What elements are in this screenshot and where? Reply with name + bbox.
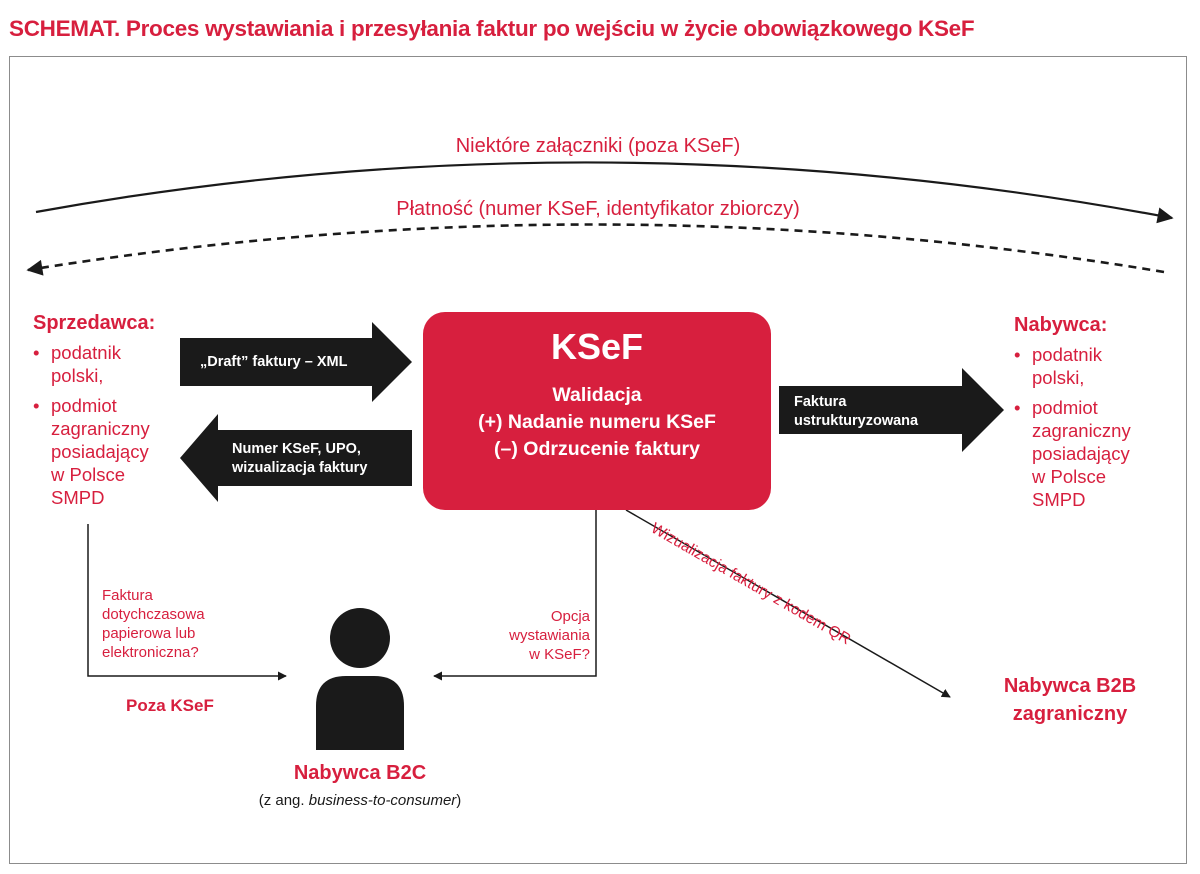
b2c-subtitle: (z ang. business-to-consumer)	[258, 792, 462, 809]
attachments-arc	[35, 161, 1174, 224]
bullet-icon: •	[33, 395, 40, 416]
option-question: Opcja wystawiania w KSeF?	[509, 608, 590, 663]
ksef-title: KSeF	[550, 326, 644, 367]
b2b-title: Nabywca B2B zagraniczny	[1003, 675, 1137, 725]
ksef-lines: Walidacja (+) Nadanie numeru KSeF (–) Od…	[423, 382, 771, 463]
diagram-title: SCHEMAT. Proces wystawiania i przesyłani…	[9, 16, 975, 41]
ksef-line: (–) Odrzucenie faktury	[494, 438, 700, 460]
bullet-icon: •	[1014, 397, 1021, 418]
qr-flow-line	[625, 509, 951, 698]
ksef-box: KSeF Walidacja (+) Nadanie numeru KSeF (…	[423, 312, 771, 510]
structured-arrow-shape	[779, 368, 1004, 452]
attachments-label: Niektóre załączniki (poza KSeF)	[455, 135, 741, 157]
draft-arrow-shape	[180, 322, 412, 402]
payment-arc	[26, 223, 1165, 276]
option-flow-line	[433, 510, 597, 681]
bullet-icon: •	[33, 342, 40, 363]
b2c-title: Nabywca B2C	[293, 762, 427, 784]
structured-arrow-label: Faktura ustrukturyzowana	[794, 394, 919, 429]
payment-label: Płatność (numer KSeF, identyfikator zbio…	[396, 198, 800, 220]
return-arrow-label: Numer KSeF, UPO, wizualizacja faktury	[232, 441, 368, 476]
person-icon	[316, 608, 404, 750]
outside-ksef-label: Poza KSeF	[126, 696, 214, 715]
ksef-line: (+) Nadanie numeru KSeF	[478, 411, 716, 433]
diagram-frame	[9, 56, 1187, 864]
legacy-question: Faktura dotychczasowa papierowa lub elek…	[102, 587, 205, 661]
ksef-line: Walidacja	[552, 384, 642, 406]
return-arrow-shape	[180, 414, 412, 502]
legacy-flow-line	[87, 524, 287, 681]
seller-title: Sprzedawca:	[33, 312, 156, 334]
draft-arrow-label: „Draft” faktury – XML	[200, 354, 348, 370]
buyer-title: Nabywca:	[1014, 314, 1108, 336]
bullet-icon: •	[1014, 344, 1021, 365]
